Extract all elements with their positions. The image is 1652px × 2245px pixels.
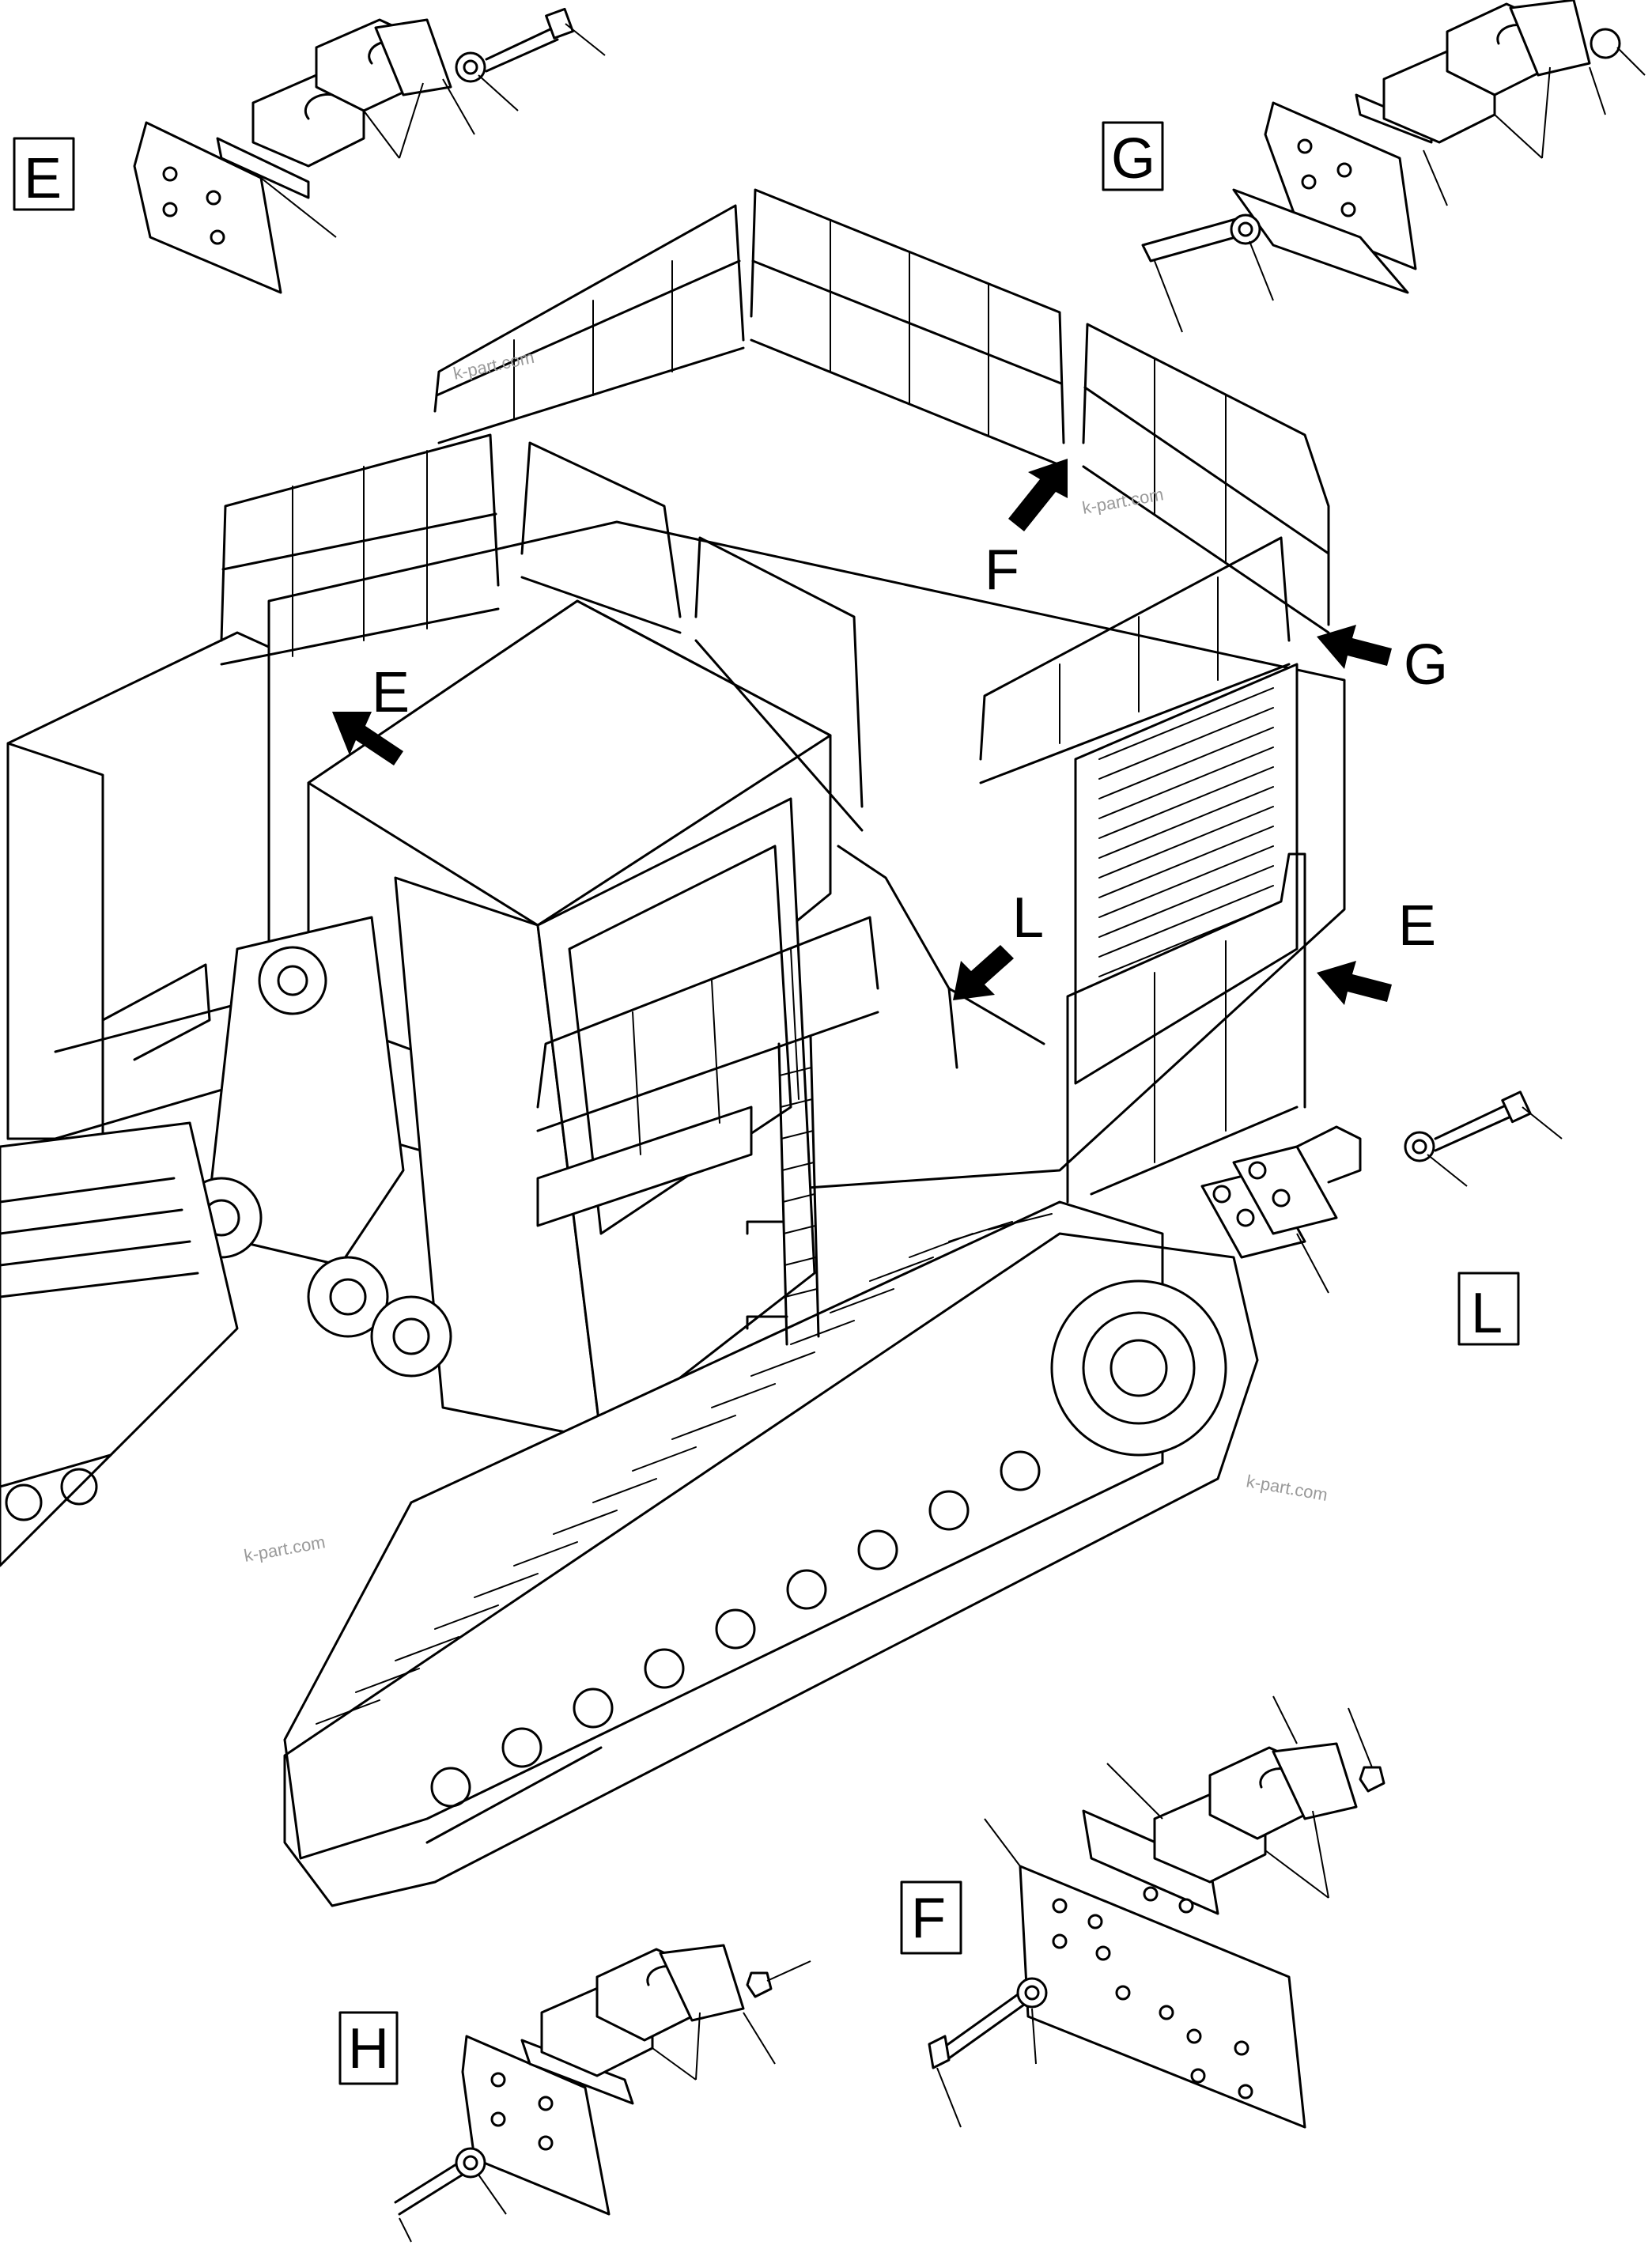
callout-label-e-top: E [372, 661, 410, 724]
track-shoes [316, 1213, 1053, 1725]
callout-arrow-f: F [985, 459, 1068, 602]
access-ladder [746, 1034, 820, 1346]
left-track [0, 1121, 239, 1567]
callout-label-e-side: E [1398, 894, 1436, 958]
right-track [283, 1200, 1259, 1907]
detail-e: E [13, 7, 606, 294]
machine-body [6, 520, 1346, 1441]
detail-label-e: E [24, 147, 62, 210]
detail-label-h: H [348, 2017, 389, 2081]
watermark: k-part.com [243, 1532, 327, 1566]
detail-label-l: L [1471, 1282, 1503, 1345]
callout-label-g: G [1404, 633, 1448, 697]
callout-arrow-g: G [1317, 625, 1448, 697]
detail-l: L [1200, 1090, 1563, 1346]
watermark: k-part.com [452, 347, 536, 384]
detail-g: G [1102, 0, 1646, 333]
callout-label-f: F [985, 539, 1019, 602]
detail-label-g: G [1111, 127, 1155, 191]
callout-arrow-e-top: E [332, 661, 410, 765]
callout-arrow-e-side: E [1317, 894, 1436, 1005]
detail-h: H [338, 1944, 811, 2243]
handrails [101, 188, 1330, 1204]
detail-f: F [900, 1695, 1385, 2129]
detail-label-f: F [911, 1887, 946, 1950]
watermark: k-part.com [1245, 1471, 1329, 1505]
callout-arrow-l: L [953, 886, 1044, 1000]
callout-label-l: L [1012, 886, 1044, 950]
